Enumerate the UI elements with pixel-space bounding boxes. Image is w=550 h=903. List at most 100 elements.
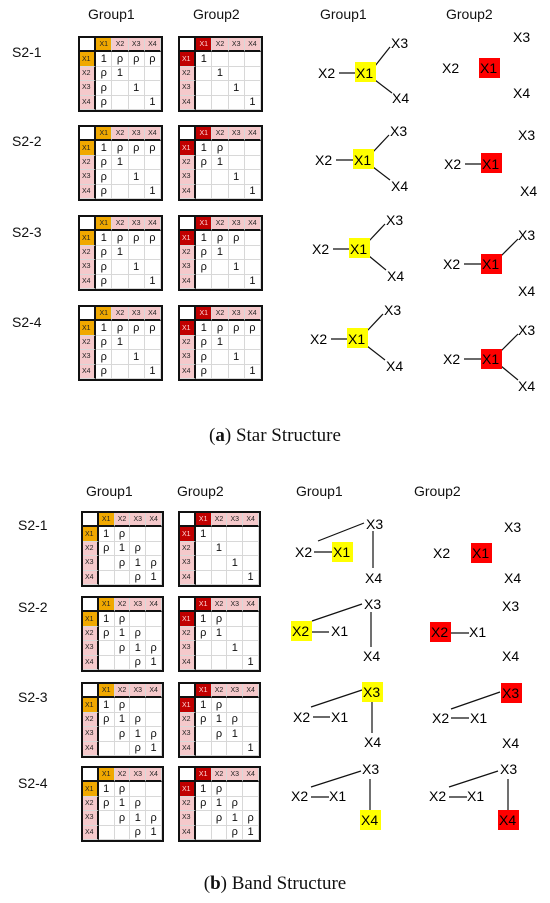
matrix-cell xyxy=(112,364,129,379)
matrix-col-header: X2 xyxy=(114,768,131,783)
matrix-row-header: X4 xyxy=(180,364,197,379)
star-header-net-group1: Group1 xyxy=(320,6,367,22)
matrix-cell: 1 xyxy=(211,541,228,557)
matrix-cell: ρ xyxy=(144,141,161,156)
node-x2: X2 xyxy=(431,624,448,640)
matrix-cell: 1 xyxy=(96,141,113,156)
matrix-cell: ρ xyxy=(196,350,213,365)
matrix-col-header: X1 xyxy=(195,768,212,783)
matrix-row-header: X1 xyxy=(80,321,97,336)
node-x2: X2 xyxy=(432,710,449,726)
matrix-cell: ρ xyxy=(211,612,228,627)
matrix-cell xyxy=(244,231,261,246)
edge xyxy=(366,313,384,332)
matrix-cell: ρ xyxy=(112,52,129,67)
band-row-label-3: S2-3 xyxy=(18,689,48,705)
matrix-corner xyxy=(180,684,196,699)
matrix-cell xyxy=(195,655,212,670)
matrix-corner xyxy=(83,513,99,528)
matrix-row-header: X1 xyxy=(180,612,196,627)
matrix-cell: ρ xyxy=(211,782,228,797)
matrix-cell xyxy=(130,527,147,542)
matrix-cell xyxy=(227,741,244,756)
matrix-row-header: X4 xyxy=(180,274,197,289)
matrix-cell xyxy=(112,81,129,96)
matrix-row-header: X1 xyxy=(80,141,97,156)
matrix-cell: ρ xyxy=(144,321,161,336)
matrix-cell: 1 xyxy=(212,155,229,171)
matrix-cell xyxy=(244,245,261,261)
edge xyxy=(500,365,519,381)
band-row-label-4: S2-4 xyxy=(18,775,48,791)
band-row-label-1: S2-1 xyxy=(18,517,48,533)
matrix-col-header: X1 xyxy=(196,307,213,322)
node-x3: X3 xyxy=(366,516,383,532)
node-x4: X4 xyxy=(387,268,404,284)
matrix-cell: ρ xyxy=(96,81,113,96)
matrix-cell xyxy=(228,245,245,261)
matrix-cell xyxy=(195,570,212,585)
matrix-row-header: X2 xyxy=(80,155,97,171)
matrix-cell: ρ xyxy=(228,321,245,336)
band-header-matrix-group2: Group2 xyxy=(177,483,224,499)
node-x4: X4 xyxy=(513,85,530,101)
matrix-cell: ρ xyxy=(130,741,147,756)
matrix-col-header: X2 xyxy=(114,513,131,528)
node-x1: X1 xyxy=(348,331,365,347)
matrix-cell: ρ xyxy=(128,321,145,336)
matrix-cell xyxy=(243,727,259,742)
node-x3: X3 xyxy=(504,519,521,535)
matrix-cell xyxy=(228,364,245,379)
matrix-cell xyxy=(243,527,259,542)
matrix-cell: 1 xyxy=(96,52,113,67)
matrix-cell: ρ xyxy=(227,796,244,812)
matrix-cell: 1 xyxy=(146,825,162,840)
node-highlight-red xyxy=(498,810,519,830)
matrix-cell: 1 xyxy=(212,66,229,82)
matrix-cell: ρ xyxy=(212,141,229,156)
matrix-cell xyxy=(211,641,228,656)
matrix-cell: 1 xyxy=(96,231,113,246)
matrix-cell xyxy=(228,274,245,289)
matrix-cell: 1 xyxy=(244,274,261,289)
matrix-cell: 1 xyxy=(128,170,145,185)
star-row-label-4: S2-4 xyxy=(12,314,42,330)
matrix-cell: 1 xyxy=(244,95,261,110)
node-highlight-yellow xyxy=(291,621,312,641)
matrix-row-header: X2 xyxy=(180,712,196,728)
matrix-col-header: X3 xyxy=(228,217,245,232)
matrix-cell: ρ xyxy=(146,641,162,656)
matrix-col-header: X2 xyxy=(211,768,228,783)
matrix-cell xyxy=(243,796,259,812)
matrix-row-header: X4 xyxy=(83,741,99,756)
node-x1: X1 xyxy=(356,65,373,81)
matrix-cell xyxy=(114,825,131,840)
matrix-col-header: X2 xyxy=(112,38,129,53)
matrix-cell xyxy=(227,612,244,627)
matrix-cell: 1 xyxy=(196,321,213,336)
node-highlight-yellow xyxy=(349,238,370,258)
matrix-cell: 1 xyxy=(130,811,147,826)
matrix-cell xyxy=(243,698,259,713)
matrix-row-header: X1 xyxy=(180,698,196,713)
matrix-cell xyxy=(212,364,229,379)
matrix-cell xyxy=(244,66,261,82)
matrix-cell xyxy=(212,170,229,185)
matrix-cell xyxy=(196,274,213,289)
star-net-group1-s2-3: X2 X1 X3 X4 xyxy=(312,212,404,284)
matrix-cell xyxy=(114,741,131,756)
matrix-cell: 1 xyxy=(112,335,129,351)
matrix-cell: ρ xyxy=(98,712,115,728)
edge xyxy=(500,333,519,352)
matrix-cell xyxy=(144,66,161,82)
matrix-row-header: X2 xyxy=(80,335,97,351)
matrix-col-header: X4 xyxy=(146,598,162,613)
matrix-row-header: X2 xyxy=(83,796,99,812)
node-x4: X4 xyxy=(499,812,516,828)
node-x3: X3 xyxy=(518,322,535,338)
matrix-cell: 1 xyxy=(128,260,145,275)
edge xyxy=(368,255,387,271)
